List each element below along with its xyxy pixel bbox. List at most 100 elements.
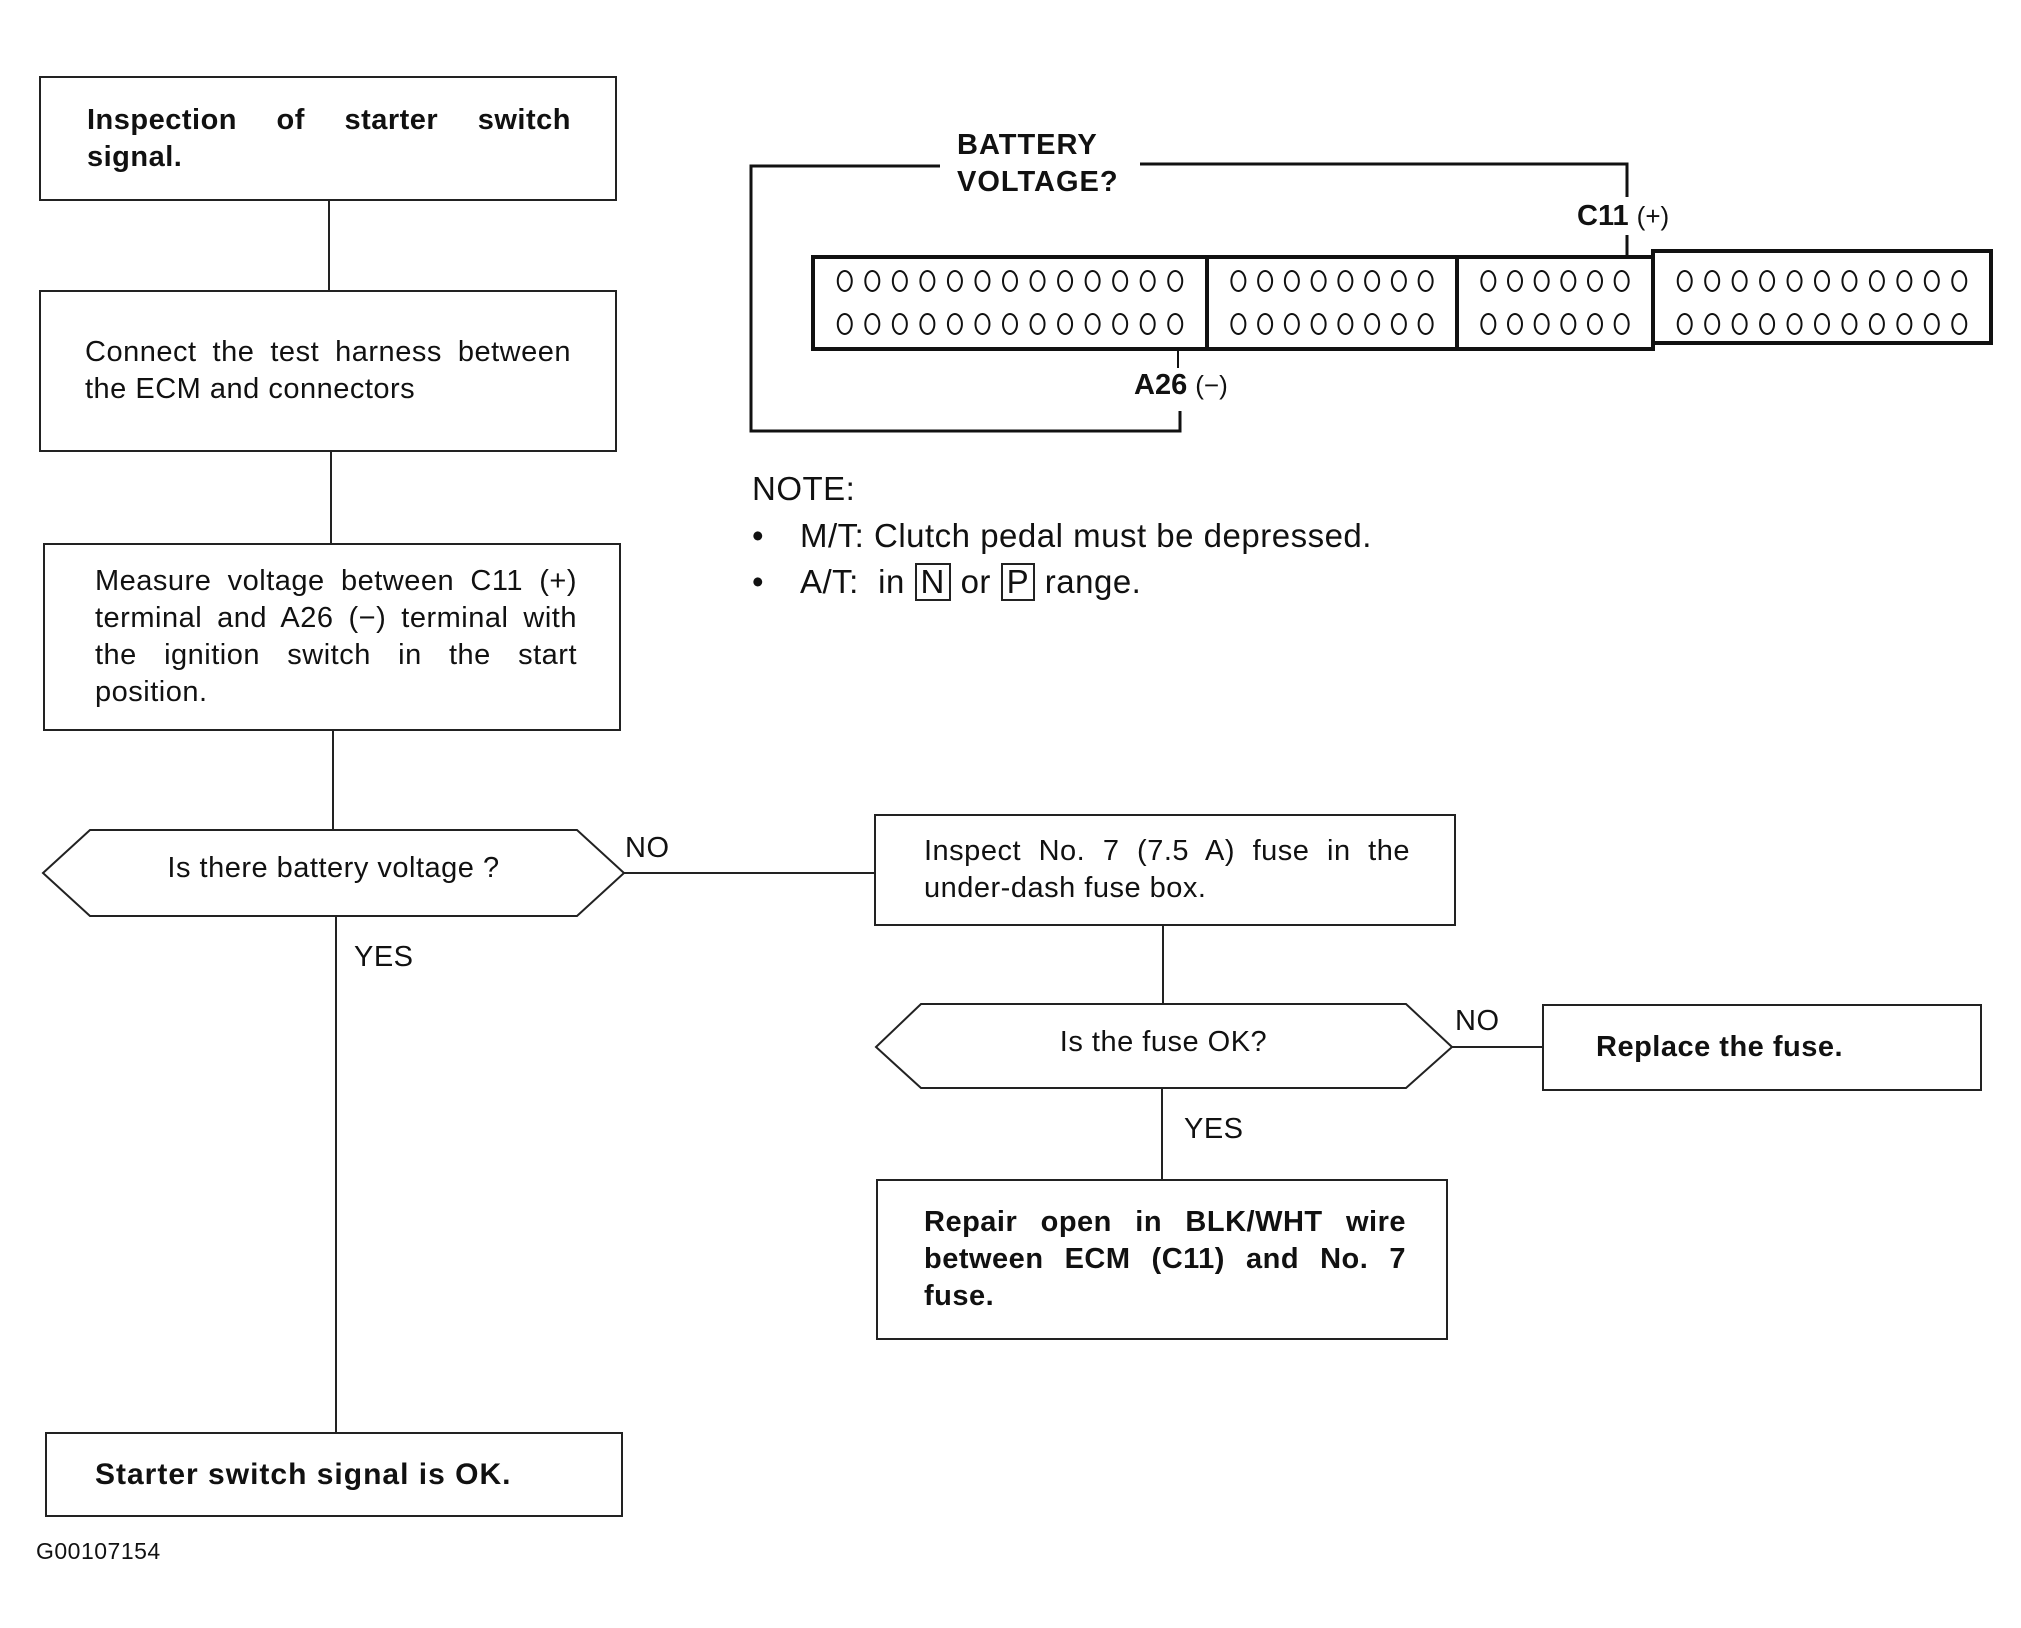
- title-line: VOLTAGE?: [957, 166, 1119, 198]
- step-replace-fuse: Replace the fuse.: [1542, 1004, 1982, 1091]
- note-text: A/T: in: [800, 563, 905, 600]
- connector-pin: [1417, 313, 1434, 335]
- connector-pin: [1587, 313, 1603, 335]
- connector-pin: [1230, 313, 1247, 335]
- step-inspection: Inspection of starter switch signal.: [39, 76, 617, 201]
- connector-pin: [1283, 270, 1300, 292]
- connector-pin: [891, 313, 908, 335]
- step-signal-ok: Starter switch signal is OK.: [45, 1432, 623, 1517]
- step-repair-wire: Repair open in BLK/WHT wire between ECM …: [876, 1179, 1448, 1340]
- connector-pin: [1731, 313, 1748, 335]
- connector-pin: [1057, 313, 1074, 335]
- connector-pin: [1417, 270, 1434, 292]
- battery-voltage-decision: [41, 829, 626, 917]
- connector-pin: [946, 313, 963, 335]
- connector-pin: [1533, 270, 1550, 292]
- a26-terminal-label: A26 (−): [1134, 369, 1228, 402]
- connector-pin: [1084, 270, 1101, 292]
- terminal-id: C11: [1577, 200, 1629, 232]
- connector-pin: [1676, 313, 1693, 335]
- connector-pin: [1283, 313, 1300, 335]
- connector-pin: [1057, 270, 1074, 292]
- terminal-sign: (+): [1636, 201, 1670, 231]
- connector-pin: [1868, 313, 1885, 335]
- connector-pin: [1167, 270, 1184, 292]
- meter-lead-line: [749, 164, 1182, 433]
- step-connect-harness: Connect the test harness between the ECM…: [39, 290, 617, 452]
- connector-pin: [1230, 270, 1247, 292]
- connector-pin: [1841, 270, 1858, 292]
- connector-pin: [1002, 270, 1018, 292]
- connector-pin: [1167, 313, 1184, 335]
- no-label: NO: [1455, 1005, 1500, 1037]
- connector-pin: [1704, 270, 1721, 292]
- connector-pin: [1364, 313, 1381, 335]
- c11-terminal-label: C11 (+): [1577, 200, 1669, 233]
- terminal-id: A26: [1134, 369, 1188, 401]
- connector-section: [1205, 255, 1459, 351]
- connector-pin: [1896, 270, 1913, 292]
- range-n-box: N: [914, 563, 951, 601]
- connector-pin: [1731, 270, 1748, 292]
- connector-pin: [1310, 270, 1327, 292]
- connector-pin: [1257, 270, 1274, 292]
- bullet: •: [752, 563, 765, 600]
- connector-pin: [1560, 270, 1577, 292]
- meter-lead-line: [1140, 162, 1629, 197]
- yes-label: YES: [354, 941, 414, 973]
- note-heading: NOTE:: [752, 470, 856, 507]
- no-label: NO: [625, 832, 670, 864]
- figure-code: G00107154: [36, 1538, 161, 1564]
- ecm-connector-body: [811, 249, 1993, 351]
- note-text: or: [960, 563, 991, 600]
- connector-pin: [864, 313, 881, 335]
- note-item-mt: • M/T: Clutch pedal must be depressed.: [752, 517, 1372, 555]
- connector-pin: [1533, 313, 1550, 335]
- connector-pin: [1480, 270, 1497, 292]
- connector-pin: [1029, 270, 1046, 292]
- range-p-box: P: [1000, 563, 1036, 601]
- note-text: M/T: Clutch pedal must be depressed.: [800, 517, 1372, 554]
- connector-pin: [1786, 270, 1803, 292]
- connector-pin: [1139, 313, 1156, 335]
- connector-pin: [1560, 313, 1577, 335]
- bullet: •: [752, 517, 765, 554]
- connector-pin: [974, 313, 991, 335]
- connector-pin: [1868, 270, 1885, 292]
- connector-pin: [1257, 313, 1274, 335]
- connector-pin: [919, 313, 936, 335]
- battery-voltage-title: BATTERY VOLTAGE?: [957, 127, 1119, 201]
- connector-pin: [1364, 270, 1381, 292]
- connector-pin: [919, 270, 936, 292]
- step-measure-voltage: Measure voltage between C11 (+) terminal…: [43, 543, 621, 731]
- ecm-connector-diagram: [749, 162, 1993, 433]
- fuse-ok-question: Is the fuse OK?: [1059, 1026, 1268, 1058]
- connector-pin: [1613, 270, 1630, 292]
- connector-pin: [1002, 313, 1018, 335]
- step-text: Inspect No. 7 (7.5 A) fuse in the under-…: [924, 835, 1410, 904]
- connector-pin: [1759, 270, 1776, 292]
- connector-pin: [1337, 270, 1354, 292]
- connector-pin: [1676, 270, 1693, 292]
- connector-pin: [1587, 270, 1603, 292]
- connector-pin: [836, 313, 853, 335]
- yes-label: YES: [1184, 1113, 1244, 1145]
- connector-pin: [1704, 313, 1721, 335]
- connector-pin: [1390, 313, 1407, 335]
- connector-pin: [1507, 313, 1523, 335]
- connector-pin: [1786, 313, 1803, 335]
- connector-pin: [1310, 313, 1327, 335]
- step-text: Inspection of starter switch signal.: [87, 103, 571, 173]
- connector-pin: [1613, 313, 1630, 335]
- title-line: BATTERY: [957, 129, 1098, 161]
- terminal-sign: (−): [1195, 370, 1228, 400]
- connector-section: [1651, 249, 1993, 345]
- connector-pin: [1029, 313, 1046, 335]
- connector-pin: [946, 270, 963, 292]
- connector-pin: [1841, 313, 1858, 335]
- battery-voltage-question: Is there battery voltage ?: [167, 852, 500, 884]
- connector-pin: [1507, 270, 1523, 292]
- connector-pin: [1896, 313, 1913, 335]
- connector-pin: [1112, 313, 1129, 335]
